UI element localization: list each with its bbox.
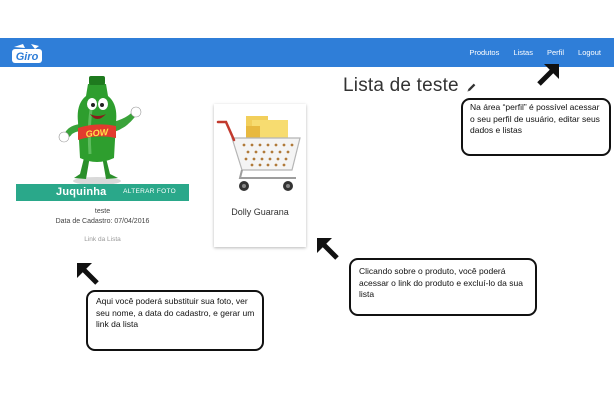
product-name: Dolly Guarana [231, 207, 289, 217]
arrow-up-left-icon [77, 263, 99, 285]
top-navbar: Giro Produtos Listas Perfil Logout [0, 38, 614, 67]
pencil-icon[interactable] [466, 82, 477, 93]
nav-link-perfil[interactable]: Perfil [546, 48, 565, 57]
nav-links: Produtos Listas Perfil Logout [462, 38, 608, 67]
profile-photo-mascot[interactable]: GOW [52, 74, 142, 186]
mascot-label: GOW [85, 127, 110, 139]
profile-name-bar: Juquinha ALTERAR FOTO [16, 184, 189, 201]
product-card[interactable]: Dolly Guarana [214, 104, 306, 247]
arrow-up-left-icon [317, 238, 339, 260]
edit-photo-button[interactable]: ALTERAR FOTO [123, 188, 176, 195]
profile-signup-date: Data de Cadastro: 07/04/2016 [55, 218, 150, 225]
shopping-cart-icon [216, 116, 301, 191]
nav-link-logout[interactable]: Logout [578, 48, 601, 57]
nav-link-listas[interactable]: Listas [513, 48, 533, 57]
callout-perfil: Na área “perfil” é possível acessar o se… [461, 98, 611, 156]
arrow-up-right-icon [537, 64, 559, 86]
list-link[interactable]: Link da Lista [84, 236, 121, 243]
nav-link-produtos[interactable]: Produtos [469, 48, 500, 57]
profile-description: teste [94, 208, 111, 215]
callout-produto: Clicando sobre o produto, você poderá ac… [349, 258, 537, 316]
profile-name: Juquinha [56, 186, 107, 198]
list-title: Lista de teste [343, 75, 459, 96]
callout-foto: Aqui você poderá substituir sua foto, ve… [86, 290, 264, 351]
giro-logo[interactable]: Giro [11, 41, 43, 65]
logo-text: Giro [16, 51, 39, 63]
